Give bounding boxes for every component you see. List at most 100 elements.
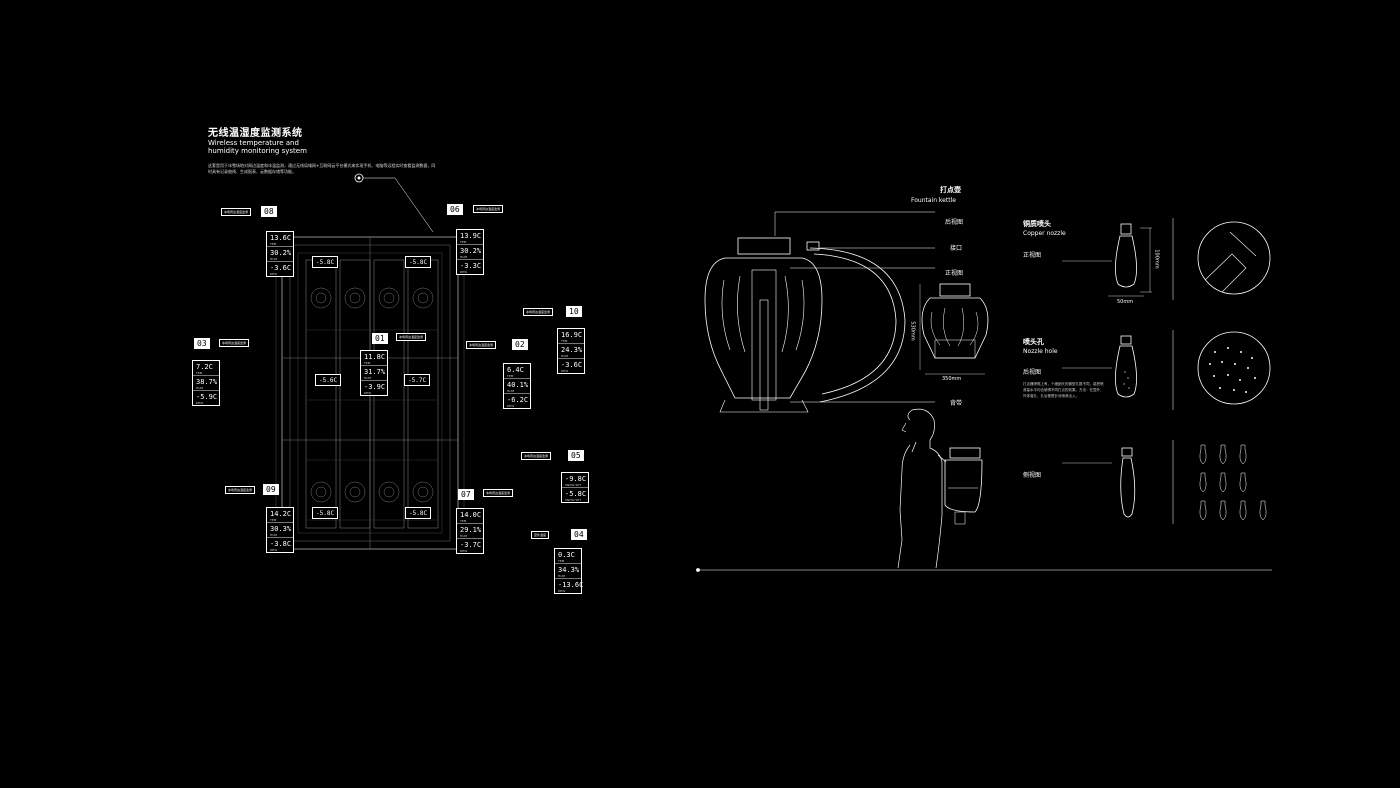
reading-value: -3.9C xyxy=(364,383,386,391)
sensor-06-id[interactable]: 06 xyxy=(447,204,463,215)
ice-sensor[interactable]: -5.6C xyxy=(315,374,341,386)
monitor-title-en: Wireless temperature and humidity monito… xyxy=(208,139,307,155)
reading-value: -3.3C xyxy=(460,262,482,270)
sensor-01-id[interactable]: 01 xyxy=(372,333,388,344)
reading-value: -9.8C xyxy=(565,475,587,483)
sensor-04-id[interactable]: 04 xyxy=(571,529,587,540)
reading-unit: HUM xyxy=(558,354,584,359)
reading-unit: TEM xyxy=(555,559,581,564)
reading-value: 13.9C xyxy=(460,232,482,240)
ice-reading: -5.8C xyxy=(409,510,428,517)
reading-value: 13.6C xyxy=(270,234,292,242)
kettle-body xyxy=(704,257,823,399)
reading-unit: TEM xyxy=(504,374,530,379)
kettle-label-front-view: 正视图 xyxy=(945,270,964,277)
sensor-04-tag: 室外温度 xyxy=(531,531,550,539)
nozzle-dim-h: 100mm xyxy=(1153,249,1160,269)
kettle-label-back-view: 后视图 xyxy=(945,219,964,226)
reading-unit: HUM xyxy=(457,255,483,260)
ice-reading: -5.8C xyxy=(316,259,335,266)
reading-unit: DEW xyxy=(558,589,566,593)
ice-sensor[interactable]: -5.8C xyxy=(312,507,338,519)
kettle-title-en: Fountain kettle xyxy=(911,197,956,204)
reading-value: 38.7% xyxy=(196,378,218,386)
reading-unit: HUM xyxy=(193,386,219,391)
reading-value: 6.4C xyxy=(507,366,524,374)
reading-unit: DEW xyxy=(364,391,372,395)
hole-description: 打点器喷嘴上有，个细细头的微型孔数不同，能把喷淋量水平均合使得不同打点的效果。方… xyxy=(1023,382,1104,398)
sensor-07-tag: 冰场周边温度监测 xyxy=(483,489,514,497)
sensor-09-id[interactable]: 09 xyxy=(263,484,279,495)
ice-sensor[interactable]: -5.8C xyxy=(405,507,431,519)
nozzle-dim-w: 50mm xyxy=(1117,299,1134,305)
reading-value: 31.7% xyxy=(364,368,386,376)
reading-value: 0.3C xyxy=(558,551,575,559)
ice-sensor[interactable]: -5.8C xyxy=(405,256,431,268)
reading-value: 29.1% xyxy=(460,526,482,534)
reading-value: -5.8C xyxy=(565,490,587,498)
reading-value: -3.6C xyxy=(270,264,292,272)
reading-unit: HUM xyxy=(267,533,293,538)
reading-unit: DEW xyxy=(196,401,204,405)
sensor-05-tag: 冰场周边温度监测 xyxy=(521,452,552,460)
reading-unit: TEM xyxy=(361,361,387,366)
monitor-title-cn: 无线温湿度监测系统 xyxy=(208,128,303,139)
hole-title-cn: 喷头孔 xyxy=(1023,338,1044,346)
reading-value: 16.9C xyxy=(561,331,583,339)
reading-value: 40.1% xyxy=(507,381,529,389)
sensor-03-tag: 冰场周边温度监测 xyxy=(219,339,250,347)
reading-value: -13.6C xyxy=(558,581,584,589)
sensor-03-id[interactable]: 03 xyxy=(194,338,210,349)
kettle-dim-height: 530mm xyxy=(909,321,916,341)
nozzle-title-cn: 铜质喷头 xyxy=(1023,220,1051,228)
reading-unit: DEW xyxy=(270,272,278,276)
sensor-10-tag: 冰场周边温度监测 xyxy=(523,308,554,316)
reading-unit: TEM xyxy=(558,339,584,344)
reading-value: 24.3% xyxy=(561,346,583,354)
nozzle-title-en: Copper nozzle xyxy=(1023,230,1066,237)
reading-unit: HUM xyxy=(361,376,387,381)
ice-reading: -5.6C xyxy=(319,377,338,384)
reading-unit: HUM xyxy=(267,257,293,262)
sensor-10-id[interactable]: 10 xyxy=(566,306,582,317)
reading-value: -5.9C xyxy=(196,393,218,401)
reading-unit: TEM xyxy=(457,240,483,245)
reading-unit: TEM xyxy=(267,518,293,523)
sensor-02-tag: 冰场周边温度监测 xyxy=(466,341,497,349)
reading-value: 11.8C xyxy=(364,353,386,361)
kettle-title-cn: 打点壶 xyxy=(940,186,961,194)
ice-sensor[interactable]: -5.7C xyxy=(404,374,430,386)
reading-value: 14.0C xyxy=(460,511,482,519)
sensor-06-tag: 冰场周边温度监测 xyxy=(473,205,504,213)
reading-unit: TEM xyxy=(457,519,483,524)
sensor-09-tag: 冰场周边温度监测 xyxy=(225,486,256,494)
reading-unit: SNOW SET xyxy=(565,498,582,502)
sensor-07-id[interactable]: 07 xyxy=(458,489,474,500)
reading-value: 30.2% xyxy=(270,249,292,257)
sensor-02-id[interactable]: 02 xyxy=(512,339,528,350)
sensor-05-id[interactable]: 05 xyxy=(568,450,584,461)
hole-back-label: 后视图 xyxy=(1023,369,1042,376)
sensor-01-tag: 冰场周边温度监测 xyxy=(396,333,427,341)
reading-unit: DEW xyxy=(460,549,468,553)
sensor-08-id[interactable]: 08 xyxy=(261,206,277,217)
kettle-hose xyxy=(809,247,906,403)
reading-unit: HUM xyxy=(504,389,530,394)
ice-reading: -5.8C xyxy=(409,259,428,266)
ice-sensor[interactable]: -5.8C xyxy=(312,256,338,268)
reading-value: -3.8C xyxy=(270,540,292,548)
reading-value: -3.6C xyxy=(561,361,583,369)
reading-value: 34.3% xyxy=(558,566,580,574)
reading-value: 30.2% xyxy=(460,247,482,255)
reading-unit: TEM xyxy=(193,371,219,376)
